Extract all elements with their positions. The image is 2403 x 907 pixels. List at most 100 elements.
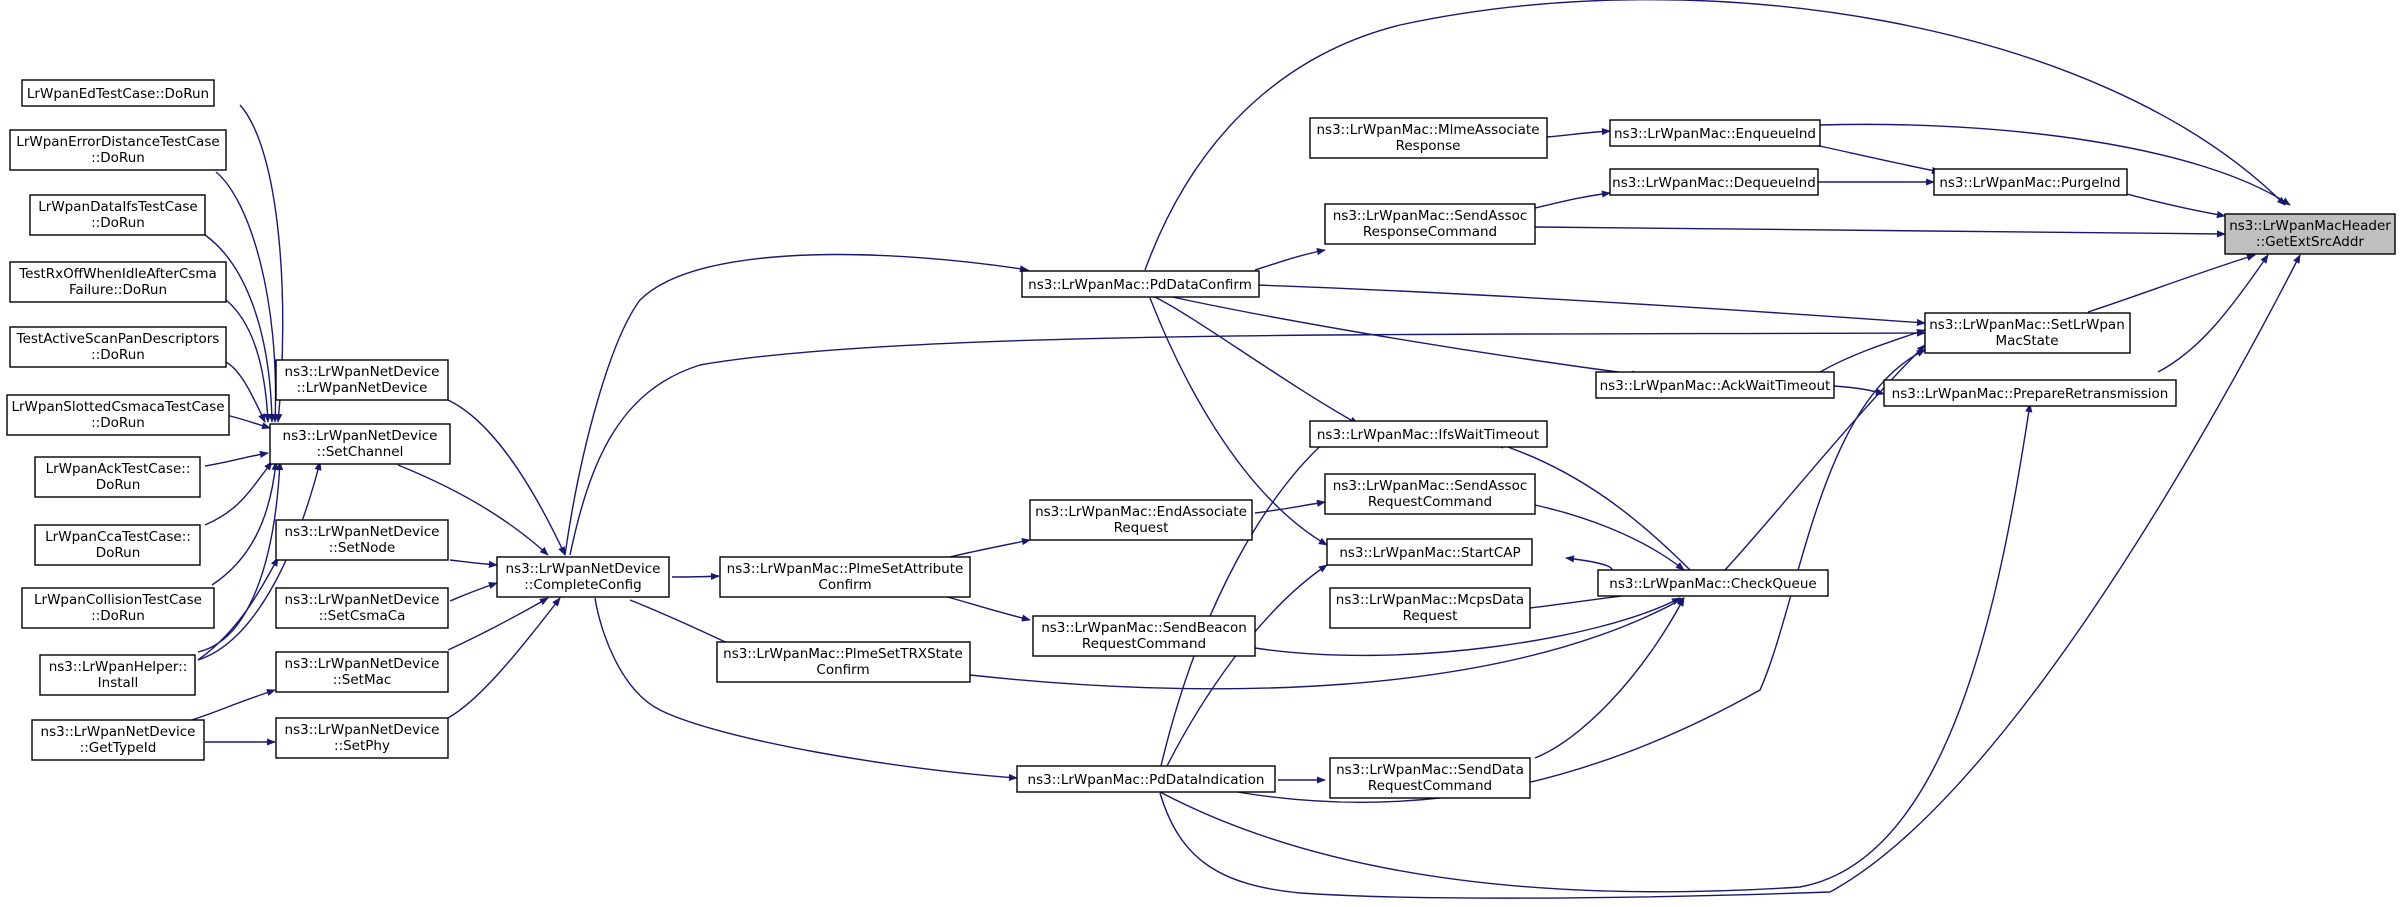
node-sendassocrequest[interactable]: ns3::LrWpanMac::SendAssoc RequestCommand [1324,473,1536,515]
svg-text:Install: Install [98,675,139,691]
svg-text:ResponseCommand: ResponseCommand [1363,224,1497,240]
node-collisiontest[interactable]: LrWpanCollisionTestCase ::DoRun [21,587,215,629]
svg-text:::SetMac: ::SetMac [333,672,392,688]
svg-text:ns3::LrWpanNetDevice: ns3::LrWpanNetDevice [506,561,661,577]
svg-text:::DoRun: ::DoRun [91,608,145,624]
node-mcpsdatarequest[interactable]: ns3::LrWpanMac::McpsData Request [1329,587,1531,629]
svg-text:::CompleteConfig: ::CompleteConfig [524,577,641,593]
edge-pddataconfirm-to-ifswaittimeout [1154,296,1359,425]
svg-text:LrWpanEdTestCase::DoRun: LrWpanEdTestCase::DoRun [27,86,209,102]
edge-checkqueue-to-senddatarequest [1534,597,1685,759]
svg-text:ns3::LrWpanMac::McpsData: ns3::LrWpanMac::McpsData [1336,592,1524,608]
svg-text:::SetCsmaCa: ::SetCsmaCa [319,608,406,624]
edge-endassociate-to-sendassocrequest [1254,499,1326,514]
edge-lrwpannetdevice-to-completeconfig [447,399,566,556]
svg-text:ns3::LrWpanMac::EnqueueInd: ns3::LrWpanMac::EnqueueInd [1614,126,1816,142]
svg-text:LrWpanDataIfsTestCase: LrWpanDataIfsTestCase [38,199,197,215]
svg-text:Response: Response [1396,138,1461,154]
node-checkqueue[interactable]: ns3::LrWpanMac::CheckQueue [1597,569,1829,597]
svg-text:ns3::LrWpanMac::PlmeSetTRXStat: ns3::LrWpanMac::PlmeSetTRXState [723,646,963,662]
svg-text:Failure::DoRun: Failure::DoRun [69,282,167,298]
node-mlmeassociate[interactable]: ns3::LrWpanMac::MlmeAssociate Response [1309,117,1548,159]
svg-text:ns3::LrWpanMac::PlmeSetAttribu: ns3::LrWpanMac::PlmeSetAttribute [727,561,964,577]
edge-completeconfig-to-pddataindication [594,597,1018,782]
node-setmac[interactable]: ns3::LrWpanNetDevice ::SetMac [275,651,449,693]
edge-completeconfig-to-plmesettrxstate [629,599,739,649]
node-senddatarequest[interactable]: ns3::LrWpanMac::SendData RequestCommand [1329,757,1531,799]
node-getextsrcaddr[interactable]: ns3::LrWpanMacHeader ::GetExtSrcAddr [2224,213,2396,255]
node-lrwpannetdevice[interactable]: ns3::LrWpanNetDevice ::LrWpanNetDevice [275,359,449,401]
node-dequeueind[interactable]: ns3::LrWpanMac::DequeueInd [1609,168,1819,196]
svg-text:ns3::LrWpanMac::AckWaitTimeout: ns3::LrWpanMac::AckWaitTimeout [1600,378,1831,394]
node-errordistance[interactable]: LrWpanErrorDistanceTestCase ::DoRun [9,129,227,171]
node-endassociaterequest[interactable]: ns3::LrWpanMac::EndAssociate Request [1029,499,1253,541]
edge-setnode-to-completeconfig [449,559,498,568]
svg-text:::SetNode: ::SetNode [329,540,396,556]
node-setlrwpanmacstate[interactable]: ns3::LrWpanMac::SetLrWpan MacState [1924,312,2131,354]
edge-checkqueue-to-ifswaittimeout [1495,442,1691,571]
node-gettypeid[interactable]: ns3::LrWpanNetDevice ::GetTypeId [31,719,205,761]
edge-enqueueind-to-purgeind [1804,142,1941,174]
svg-text:ns3::LrWpanMac::PdDataIndicati: ns3::LrWpanMac::PdDataIndication [1028,772,1265,788]
node-ccatest[interactable]: LrWpanCcaTestCase:: DoRun [34,524,201,566]
edge-checkqueue-to-sendbeaconrequest [1254,597,1681,657]
edge-sendassocresponse-to-getextsrcaddr [1534,226,2226,238]
node-completeconfig[interactable]: ns3::LrWpanNetDevice ::CompleteConfig [496,556,670,598]
svg-text:RequestCommand: RequestCommand [1082,636,1206,652]
svg-text:RequestCommand: RequestCommand [1368,778,1492,794]
node-setnode[interactable]: ns3::LrWpanNetDevice ::SetNode [275,519,449,561]
svg-text:::DoRun: ::DoRun [91,215,145,231]
svg-text:LrWpanCollisionTestCase: LrWpanCollisionTestCase [34,592,202,608]
svg-text:LrWpanCcaTestCase::: LrWpanCcaTestCase:: [45,529,191,545]
node-ackwaittimeout[interactable]: ns3::LrWpanMac::AckWaitTimeout [1595,371,1835,399]
svg-text:::DoRun: ::DoRun [91,347,145,363]
edge-purgeind-to-getextsrcaddr [2126,193,2226,219]
svg-text:::LrWpanNetDevice: ::LrWpanNetDevice [297,380,428,396]
node-setphy[interactable]: ns3::LrWpanNetDevice ::SetPhy [275,717,449,759]
edge-pddataconfirm-to-startcap [1149,297,1328,546]
edge-enqueueind-to-getextsrcaddr [1819,123,2291,206]
node-plmesetattribute[interactable]: ns3::LrWpanMac::PlmeSetAttribute Confirm [719,556,971,598]
edge-ackwaittimeout-to-prepareretransmission [1833,385,1885,396]
node-plmesettrxstate[interactable]: ns3::LrWpanMac::PlmeSetTRXState Confirm [716,641,971,683]
node-setcsmaca[interactable]: ns3::LrWpanNetDevice ::SetCsmaCa [275,587,449,629]
svg-text:RequestCommand: RequestCommand [1368,494,1492,510]
edge-completeconfig-to-setlrwpanmacstate [569,329,1926,556]
svg-text:Confirm: Confirm [816,662,869,678]
node-startcap[interactable]: ns3::LrWpanMac::StartCAP [1326,538,1533,566]
edge-setchannel-acktest [204,450,269,467]
svg-text:Request: Request [1114,520,1169,536]
edge-completeconfig-to-pddataconfirm [564,253,1029,556]
svg-text:Confirm: Confirm [818,577,871,593]
svg-text:ns3::LrWpanHelper::: ns3::LrWpanHelper:: [49,659,188,675]
node-ifswaittimeout[interactable]: ns3::LrWpanMac::IfsWaitTimeout [1309,420,1548,448]
edge-checkqueue-to-plmesettrxstate [969,597,1685,690]
svg-text:ns3::LrWpanMac::SendAssoc: ns3::LrWpanMac::SendAssoc [1333,478,1528,494]
node-dataifs[interactable]: LrWpanDataIfsTestCase ::DoRun [29,194,206,236]
node-helperinstall[interactable]: ns3::LrWpanHelper:: Install [39,654,196,696]
node-edtest[interactable]: LrWpanEdTestCase::DoRun [21,79,215,107]
svg-text:ns3::LrWpanMac::SendData: ns3::LrWpanMac::SendData [1336,762,1524,778]
node-sendassocresponse[interactable]: ns3::LrWpanMac::SendAssoc ResponseComman… [1324,203,1536,245]
svg-text:ns3::LrWpanMac::PdDataConfirm: ns3::LrWpanMac::PdDataConfirm [1028,277,1252,293]
node-activescan[interactable]: TestActiveScanPanDescriptors ::DoRun [9,326,227,368]
node-acktest[interactable]: LrWpanAckTestCase:: DoRun [34,456,201,498]
edge-pddataindication-to-setlrwpanmacstate [1159,349,1926,803]
svg-text:ns3::LrWpanNetDevice: ns3::LrWpanNetDevice [285,524,440,540]
node-pddataindication[interactable]: ns3::LrWpanMac::PdDataIndication [1016,765,1276,793]
edge-checkqueue-to-sendassocrequest [1534,504,1685,571]
node-setchannel[interactable]: ns3::LrWpanNetDevice ::SetChannel [269,423,451,465]
node-prepareretransmission[interactable]: ns3::LrWpanMac::PrepareRetransmission [1883,379,2177,407]
node-rxoffidle[interactable]: TestRxOffWhenIdleAfterCsma Failure::DoRu… [9,261,227,303]
node-enqueueind[interactable]: ns3::LrWpanMac::EnqueueInd [1609,119,1821,147]
node-pddataconfirm[interactable]: ns3::LrWpanMac::PdDataConfirm [1021,270,1260,298]
svg-text:ns3::LrWpanMac::SendBeacon: ns3::LrWpanMac::SendBeacon [1041,620,1247,636]
node-purgeind[interactable]: ns3::LrWpanMac::PurgeInd [1933,168,2128,196]
svg-text:ns3::LrWpanMac::DequeueInd: ns3::LrWpanMac::DequeueInd [1612,175,1816,191]
svg-text:ns3::LrWpanNetDevice: ns3::LrWpanNetDevice [283,428,438,444]
svg-text:ns3::LrWpanMac::IfsWaitTimeout: ns3::LrWpanMac::IfsWaitTimeout [1317,427,1539,443]
svg-text:ns3::LrWpanMac::StartCAP: ns3::LrWpanMac::StartCAP [1339,545,1520,561]
node-slottedcsmaca[interactable]: LrWpanSlottedCsmacaTestCase ::DoRun [6,394,230,436]
node-sendbeaconrequest[interactable]: ns3::LrWpanMac::SendBeacon RequestComman… [1032,615,1256,657]
